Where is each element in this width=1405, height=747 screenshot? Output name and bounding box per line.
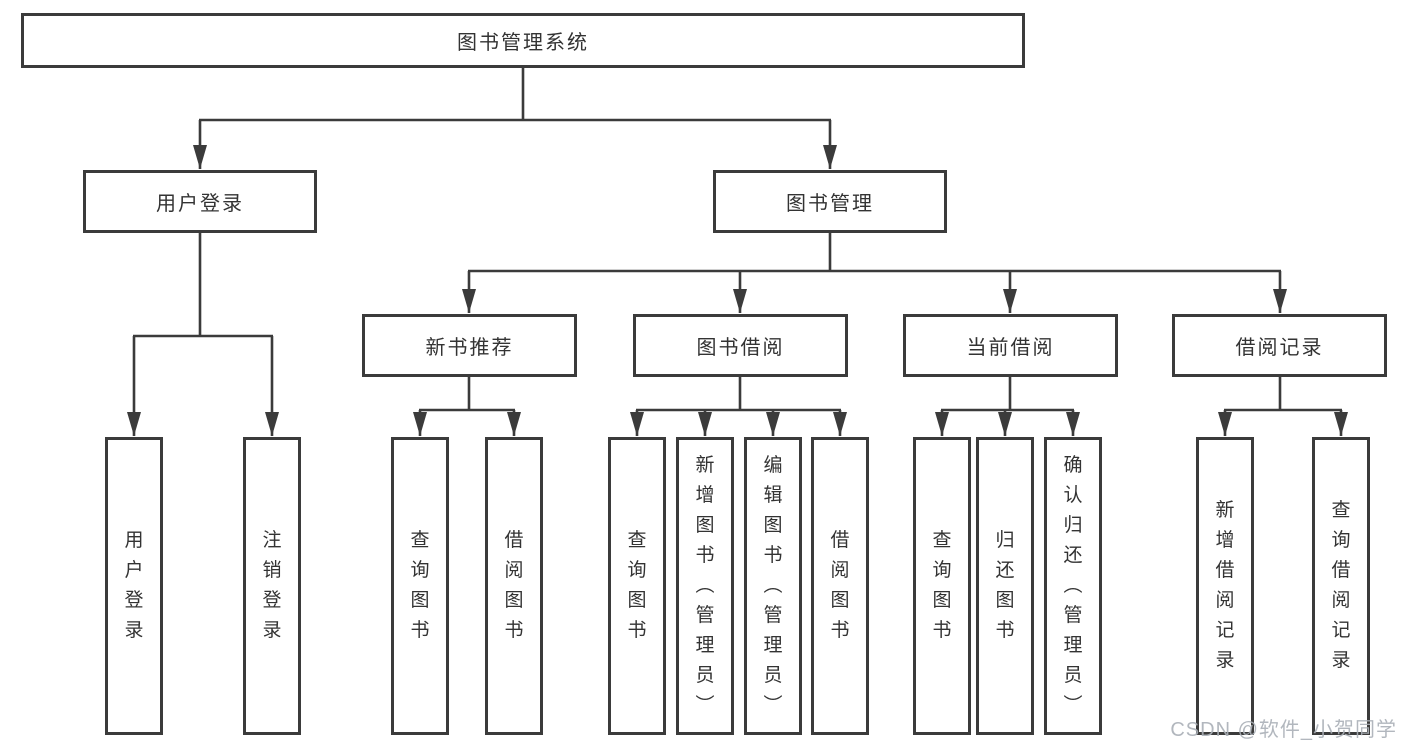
node-book-borrowing: 图书借阅	[633, 314, 848, 377]
node-book-management-system: 图书管理系统	[21, 13, 1025, 68]
node-user-login: 用户登录	[83, 170, 317, 233]
node-leaf-nb-borrow-books: 借阅图书	[485, 437, 543, 735]
node-leaf-bb-edit-books-label: 编辑图书︵管理员︶	[763, 455, 783, 716]
node-leaf-br-add-record-label: 新增借阅记录	[1215, 500, 1235, 671]
node-leaf-bb-borrow-books: 借阅图书	[811, 437, 869, 735]
node-borrow-records: 借阅记录	[1172, 314, 1387, 377]
node-leaf-user-login: 用户登录	[105, 437, 163, 735]
node-borrow-records-label: 借阅记录	[1235, 337, 1324, 359]
node-book-management: 图书管理	[713, 170, 947, 233]
node-leaf-cb-search-books-label: 查询图书	[932, 530, 952, 641]
node-leaf-bb-add-books: 新增图书︵管理员︶	[676, 437, 734, 735]
csdn-watermark: CSDN @软件_小贺同学	[1170, 719, 1397, 741]
node-current-borrowing: 当前借阅	[903, 314, 1118, 377]
node-leaf-nb-search-books-label: 查询图书	[410, 530, 430, 641]
node-leaf-user-login-label: 用户登录	[124, 530, 144, 641]
node-current-borrowing-label: 当前借阅	[966, 337, 1055, 359]
node-leaf-br-add-record: 新增借阅记录	[1196, 437, 1254, 735]
node-leaf-bb-search-books: 查询图书	[608, 437, 666, 735]
node-leaf-logout-label: 注销登录	[262, 530, 282, 641]
node-leaf-nb-search-books: 查询图书	[391, 437, 449, 735]
node-leaf-bb-borrow-books-label: 借阅图书	[830, 530, 850, 641]
node-leaf-logout: 注销登录	[243, 437, 301, 735]
node-leaf-bb-edit-books: 编辑图书︵管理员︶	[744, 437, 802, 735]
node-leaf-bb-add-books-label: 新增图书︵管理员︶	[695, 455, 715, 716]
node-leaf-bb-search-books-label: 查询图书	[627, 530, 647, 641]
node-leaf-cb-confirm-return: 确认归还︵管理员︶	[1044, 437, 1102, 735]
node-new-book-recommend-label: 新书推荐	[425, 337, 514, 359]
node-book-management-label: 图书管理	[786, 193, 874, 215]
node-leaf-br-search-record-label: 查询借阅记录	[1331, 500, 1351, 671]
node-leaf-cb-confirm-return-label: 确认归还︵管理员︶	[1063, 455, 1083, 716]
node-leaf-cb-return-books-label: 归还图书	[995, 530, 1015, 641]
node-leaf-cb-return-books: 归还图书	[976, 437, 1034, 735]
node-book-borrowing-label: 图书借阅	[696, 337, 785, 359]
node-book-management-system-label: 图书管理系统	[457, 32, 589, 54]
node-leaf-cb-search-books: 查询图书	[913, 437, 971, 735]
node-leaf-nb-borrow-books-label: 借阅图书	[504, 530, 524, 641]
node-leaf-br-search-record: 查询借阅记录	[1312, 437, 1370, 735]
node-user-login-label: 用户登录	[156, 193, 244, 215]
node-new-book-recommend: 新书推荐	[362, 314, 577, 377]
